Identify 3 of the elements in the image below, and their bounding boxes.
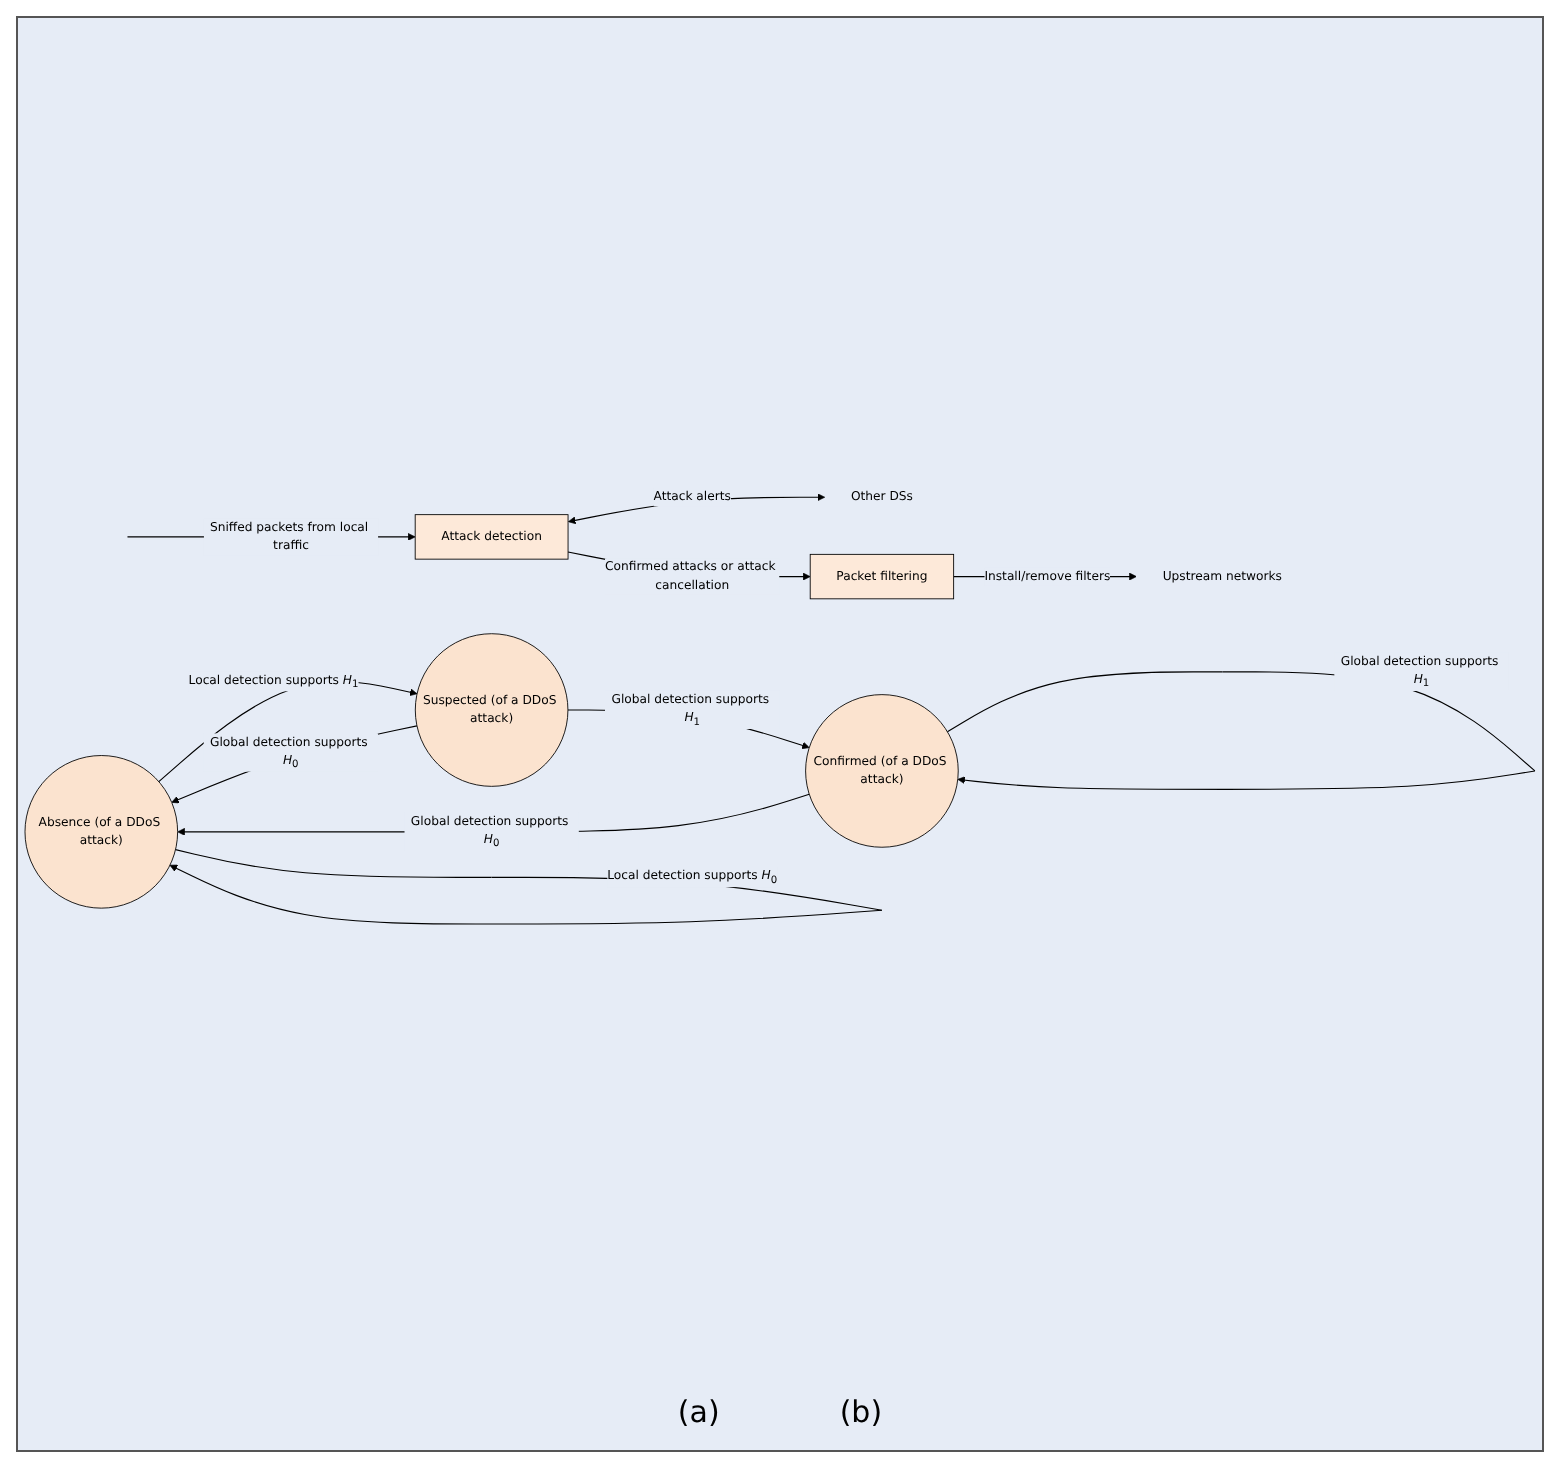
panel-label: (b) [839,1394,883,1430]
panel-label: (a) [677,1394,720,1430]
arrow [158,681,418,783]
